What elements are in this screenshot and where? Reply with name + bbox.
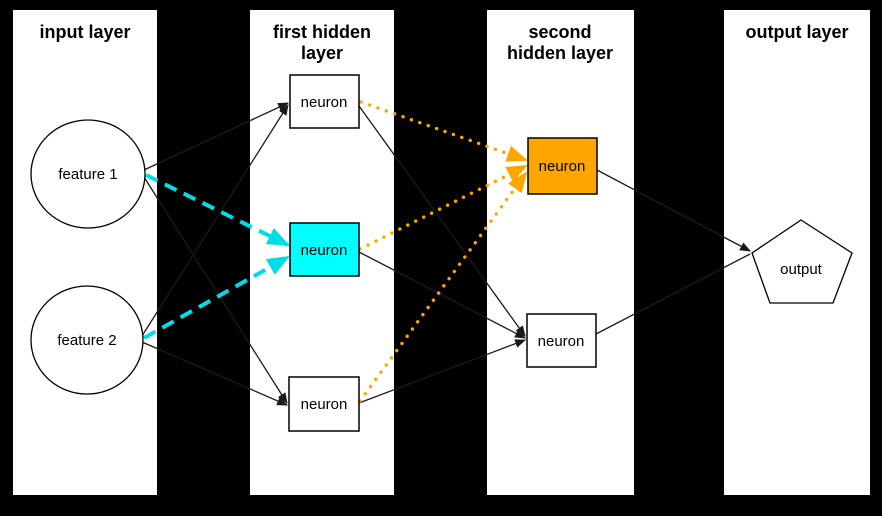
node-output-pentagon: [751, 219, 853, 304]
panel-title-first-hidden-line1: first hidden: [273, 22, 371, 42]
label-feature-2: feature 2: [57, 332, 116, 349]
edge-feature2-h1bot: [141, 341, 289, 406]
node-h2-top-neuron-orange: [527, 137, 598, 195]
node-h1-bot-neuron: [288, 376, 360, 432]
edge-feature1-h1top: [143, 102, 289, 171]
nodes: [30, 74, 853, 432]
edge-h1top-h2bot: [358, 105, 526, 337]
edge-h1bot-h2top: [358, 171, 528, 403]
edges-orange-dotted: [358, 100, 528, 403]
label-h2-bot-neuron: neuron: [538, 333, 585, 350]
edge-h1mid-h2bot: [358, 251, 526, 339]
edge-feature2-h1top: [141, 104, 289, 337]
edge-h1bot-h2bot: [358, 339, 527, 404]
label-h1-mid-neuron: neuron: [301, 242, 348, 259]
node-h1-top-neuron: [289, 74, 360, 129]
node-h2-bot-neuron: [526, 313, 597, 368]
edges-cyan-dashed: [143, 173, 291, 340]
label-h1-top-neuron: neuron: [301, 94, 348, 111]
panel-title-first-hidden-line2: layer: [301, 43, 343, 63]
edge-feature2-h1mid: [143, 255, 290, 340]
layer-panels: input layer first hidden layer second hi…: [13, 10, 870, 495]
node-feature-2-circle: [30, 285, 144, 395]
panel-second-hidden-layer: [487, 10, 634, 495]
panel-input-layer: [13, 10, 157, 495]
label-h1-bot-neuron: neuron: [301, 396, 348, 413]
edge-h2top-output: [596, 169, 751, 252]
panel-title-second-hidden-line1: second: [528, 22, 591, 42]
panel-title-second-hidden-line2: hidden layer: [507, 43, 613, 63]
edges-solid: [141, 102, 751, 406]
edge-feature1-h1bot: [143, 176, 288, 404]
node-labels: feature 1 feature 2 neuron neuron neuron…: [57, 94, 822, 413]
label-h2-top-neuron: neuron: [539, 158, 586, 175]
edge-h1top-h2top: [359, 100, 528, 162]
node-h1-mid-neuron-cyan: [289, 222, 360, 277]
label-feature-1: feature 1: [58, 166, 117, 183]
panel-title-input-layer: input layer: [39, 22, 130, 42]
panel-title-output-layer: output layer: [745, 22, 848, 42]
node-feature-1-circle: [30, 119, 146, 229]
label-output: output: [780, 261, 823, 278]
edge-h2bot-output: [595, 253, 751, 335]
edge-feature1-h1mid: [145, 173, 291, 247]
